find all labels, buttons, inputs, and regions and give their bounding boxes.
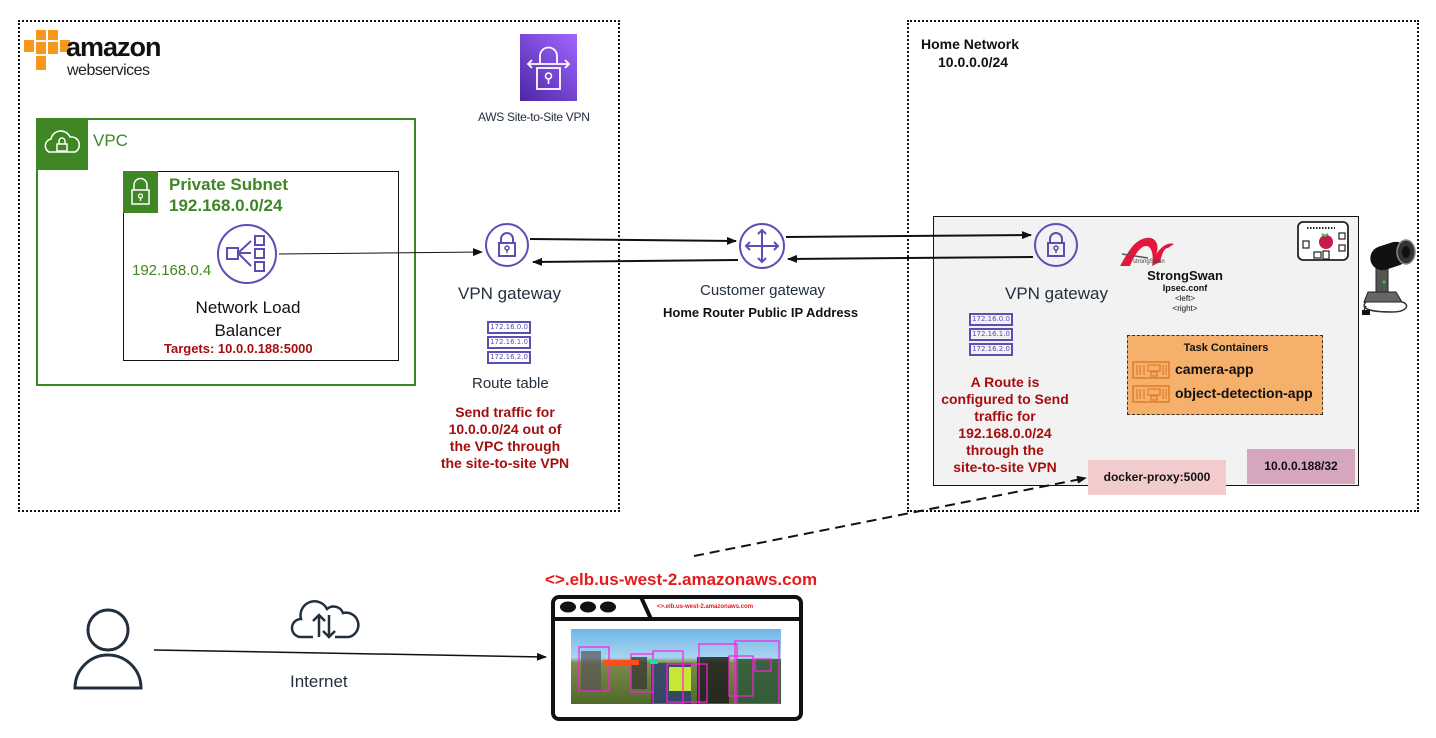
private-subnet-group [123, 171, 399, 361]
aws-route-note-line: Send traffic for [455, 404, 555, 420]
site-to-site-vpn-label: AWS Site-to-Site VPN [478, 110, 590, 124]
aws-logo: amazon webservices [22, 26, 172, 82]
docker-proxy-box: docker-proxy:5000 [1088, 460, 1226, 495]
browser-address-bar[interactable]: <>.elb.us-west-2.amazonaws.com [657, 604, 754, 610]
aws-logo-text: amazon [66, 32, 162, 62]
aws-route-note-line: the VPC through [449, 438, 561, 454]
internet-cloud-icon [290, 600, 360, 639]
network-load-balancer-icon [217, 224, 277, 284]
home-route-table-icon: 172.16.0.0 172.16.1.0 172.16.2.0 [969, 313, 1013, 358]
strongswan-title: StrongSwan [1147, 268, 1223, 283]
home-route-note-line: traffic for [974, 408, 1036, 424]
home-route-note-line: site-to-site VPN [953, 459, 1057, 475]
aws-vpn-gateway-label: VPN gateway [458, 284, 561, 303]
site-to-site-vpn-icon [520, 34, 577, 101]
browser-tab-bar [551, 596, 803, 621]
aws-route-table-icon: 172.16.0.0 172.16.1.0 172.16.2.0 [487, 321, 531, 366]
strongswan-right: <right> [1172, 304, 1198, 313]
strongswan-logo-icon [1120, 237, 1174, 266]
home-route-note-line: configured to Send [941, 391, 1069, 407]
aws-route-table-label: Route table [472, 375, 549, 392]
window-controls-icon [560, 601, 616, 613]
detection-video-frame [571, 629, 781, 704]
home-route-note-line: 192.168.0.0/24 [958, 425, 1052, 441]
aws-vpn-gateway-icon [485, 223, 529, 267]
route-entry: 172.16.1.0 [487, 336, 531, 349]
container-name: camera-app [1175, 361, 1254, 377]
task-containers-title: Task Containers [1183, 342, 1269, 354]
route-entry: 172.16.2.0 [487, 351, 531, 364]
customer-gateway-icon [739, 223, 785, 269]
task-containers-group: Task Containers camera-app object-detect… [1127, 335, 1323, 415]
strongswan-info: StrongSwan Ipsec.conf <left> <right> [1135, 268, 1235, 314]
aws-route-note-line: 10.0.0.0/24 out of [448, 421, 562, 437]
detection-boxes [578, 640, 781, 704]
aws-route-note-line: the site-to-site VPN [440, 455, 570, 471]
internet-label: Internet [290, 672, 348, 691]
home-network-title: Home Network [921, 36, 1020, 52]
customer-gateway-label: Customer gateway [700, 282, 826, 299]
container-name: object-detection-app [1175, 385, 1313, 401]
strongswan-left: <left> [1174, 294, 1195, 303]
nlb-label-line2: Balancer [214, 321, 282, 340]
user-icon [73, 608, 143, 690]
route-entry: 172.16.0.0 [487, 321, 531, 334]
container-icon [1132, 385, 1170, 403]
nlb-label: Network Load Balancer [168, 296, 328, 342]
vpc-label: VPC [93, 131, 128, 150]
webcam-icon [1362, 239, 1416, 315]
route-entry: 172.16.1.0 [969, 328, 1013, 341]
aws-cloud-boundary [18, 20, 620, 512]
home-vpn-gateway-icon [1034, 223, 1078, 267]
strongswan-conf: Ipsec.conf [1162, 283, 1208, 293]
strongswan-logo-text: strongSwan [1133, 259, 1165, 265]
route-entry: 172.16.2.0 [969, 343, 1013, 356]
container-icon [1132, 361, 1170, 379]
home-route-note: A Route is configured to Send traffic fo… [925, 374, 1085, 476]
private-subnet-cidr: 192.168.0.0/24 [169, 196, 283, 215]
elb-url-label: <>.elb.us-west-2.amazonaws.com [545, 570, 818, 589]
home-vpn-gateway-label: VPN gateway [1005, 284, 1108, 303]
home-route-note-line: A Route is [970, 374, 1040, 390]
nlb-label-line1: Network Load [195, 298, 301, 317]
aws-logo-subtext: webservices [67, 62, 150, 79]
home-network-boundary [907, 20, 1419, 512]
home-network-cidr: 10.0.0.0/24 [938, 54, 1009, 70]
nlb-ip: 192.168.0.4 [132, 262, 212, 279]
user-to-browser-arrow [153, 649, 547, 661]
device-ip-box: 10.0.0.188/32 [1247, 449, 1355, 484]
nlb-targets: Targets: 10.0.0.188:5000 [164, 341, 313, 356]
route-entry: 172.16.0.0 [969, 313, 1013, 326]
browser-window[interactable]: <>.elb.us-west-2.amazonaws.com [551, 595, 803, 721]
private-subnet-title: Private Subnet [169, 175, 289, 194]
home-route-note-line: through the [966, 442, 1044, 458]
vpc-icon [36, 118, 88, 170]
aws-route-note: Send traffic for 10.0.0.0/24 out of the … [420, 404, 590, 472]
customer-gateway-sublabel: Home Router Public IP Address [663, 305, 859, 320]
private-subnet-icon [123, 171, 158, 213]
raspberry-pi-icon [1297, 221, 1349, 261]
aws-cubes-icon [24, 30, 70, 70]
